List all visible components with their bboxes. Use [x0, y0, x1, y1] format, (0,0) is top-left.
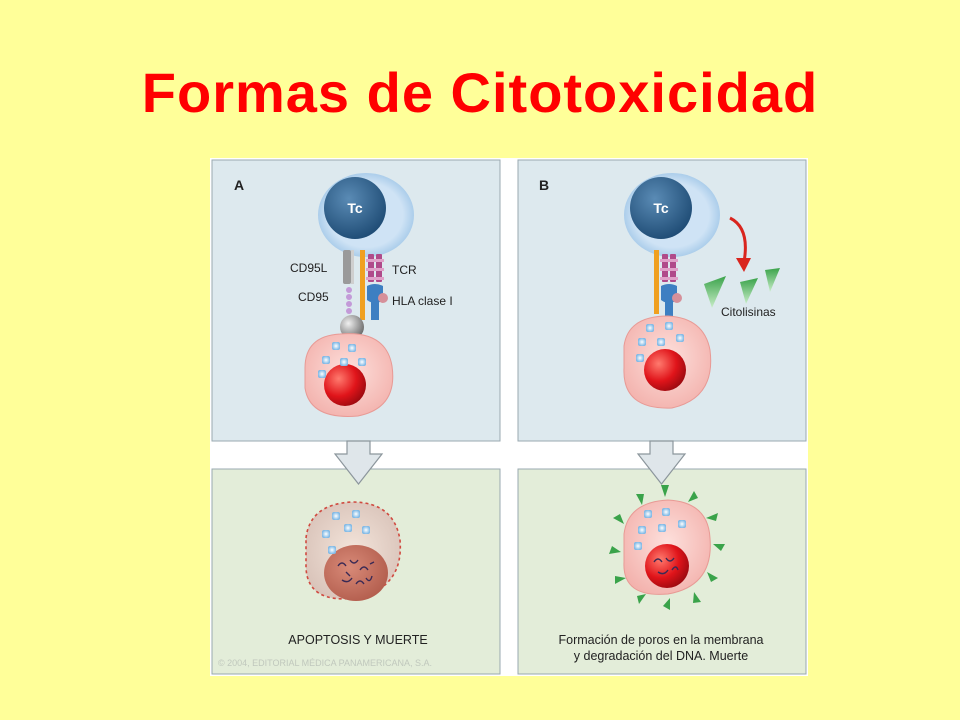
cytolysin-granules: [704, 268, 780, 308]
apoptotic-cell: [305, 501, 402, 601]
receptors-a: [343, 250, 388, 320]
death-domain-ball: [340, 315, 364, 339]
label-hla: HLA clase I: [392, 294, 453, 308]
tc-label-b: Tc: [653, 200, 669, 216]
panel-b-letter: B: [539, 177, 549, 193]
copyright-notice: © 2004, EDITORIAL MÉDICA PANAMERICANA, S…: [218, 658, 432, 668]
label-cd95: CD95: [298, 290, 329, 304]
receptors-b: [654, 250, 682, 316]
secretion-arrow: [729, 216, 747, 263]
target-cell-a: [304, 333, 394, 417]
tc-cell-b: Tc: [624, 173, 720, 257]
arrow-b: [636, 440, 687, 485]
tc-label-a: Tc: [347, 200, 363, 216]
tc-cell-a: Tc: [318, 173, 414, 257]
label-cd95l: CD95L: [290, 261, 328, 275]
label-tcr: TCR: [392, 263, 417, 277]
caption-pores-line1: Formación de poros en la membrana: [559, 633, 764, 647]
membrane-pores: [609, 485, 725, 610]
porated-cell: [623, 499, 711, 595]
panel-a-letter: A: [234, 177, 244, 193]
arrow-a: [333, 440, 384, 485]
target-cell-b: [623, 315, 712, 409]
label-citolisinas: Citolisinas: [721, 305, 776, 319]
caption-pores-line2: y degradación del DNA. Muerte: [574, 649, 748, 663]
caption-apoptosis: APOPTOSIS Y MUERTE: [288, 633, 427, 647]
page-title: Formas de Citotoxicidad: [141, 61, 819, 124]
cytotoxicity-figure: A Tc CD95L CD95 TCR HLA clase I: [210, 158, 808, 676]
